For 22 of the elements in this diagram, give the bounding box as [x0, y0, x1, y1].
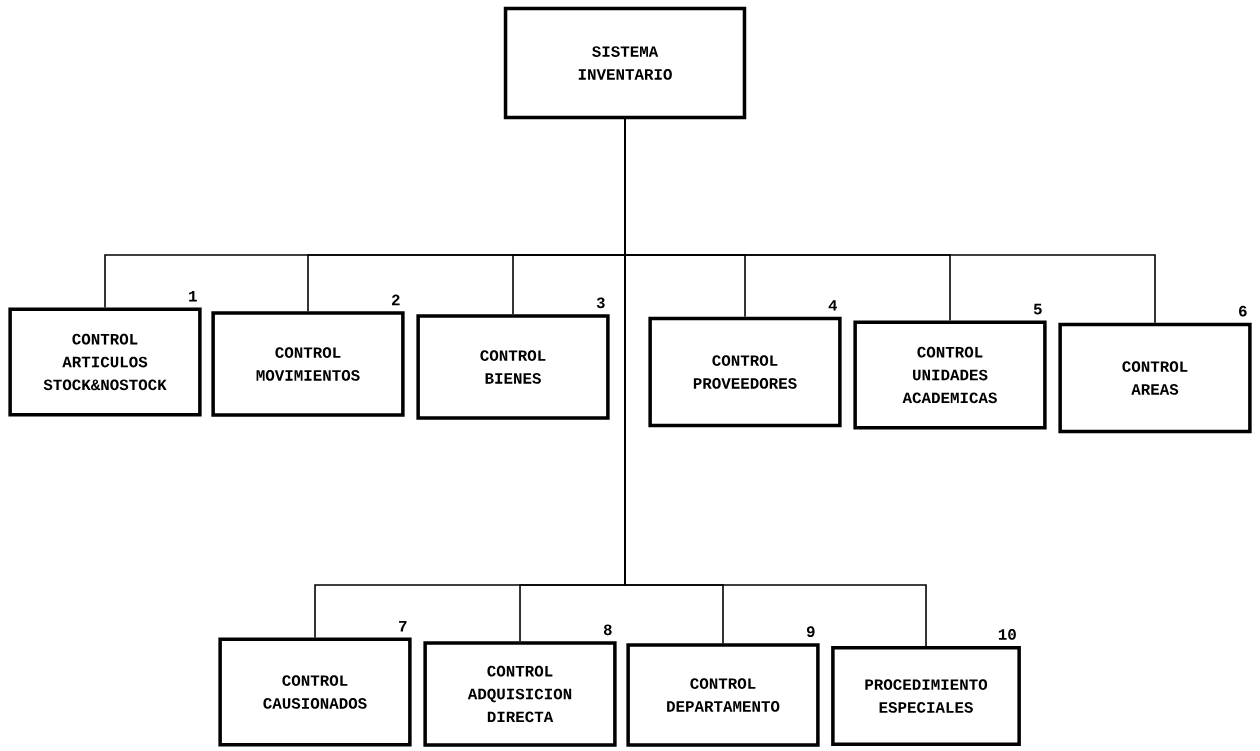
module-number: 3: [596, 297, 605, 309]
module-number: 2: [392, 294, 400, 306]
module-box: CONTROL MOVIMIENTOS: [211, 311, 405, 417]
module-number: 9: [806, 626, 815, 638]
module-number: 10: [998, 629, 1016, 640]
module-number: 5: [1033, 303, 1042, 315]
module-number: 6: [1239, 305, 1247, 317]
module-box: CONTROL DEPARTAMENTO: [626, 643, 820, 747]
module-number: 7: [399, 621, 407, 632]
module-box: CONTROL ARTICULOS STOCK&NOSTOCK: [8, 307, 202, 417]
connector-line: [624, 118, 927, 647]
module-box: CONTROL UNIDADES ACADEMICAS: [853, 320, 1047, 430]
root-box: SISTEMA INVENTARIO: [503, 6, 747, 120]
module-box: CONTROL BIENES: [416, 314, 610, 420]
module-box: CONTROL PROVEEDORES: [648, 316, 842, 428]
module-number: 1: [189, 291, 197, 302]
module-box: CONTROL CAUSIONADOS: [218, 637, 412, 747]
module-number: 8: [603, 624, 612, 636]
module-number: 4: [828, 300, 838, 311]
module-box: CONTROL AREAS: [1058, 322, 1252, 434]
module-box: PROCEDIMIENTO ESPECIALES: [831, 645, 1021, 747]
module-box: CONTROL ADQUISICION DIRECTA: [423, 641, 617, 747]
